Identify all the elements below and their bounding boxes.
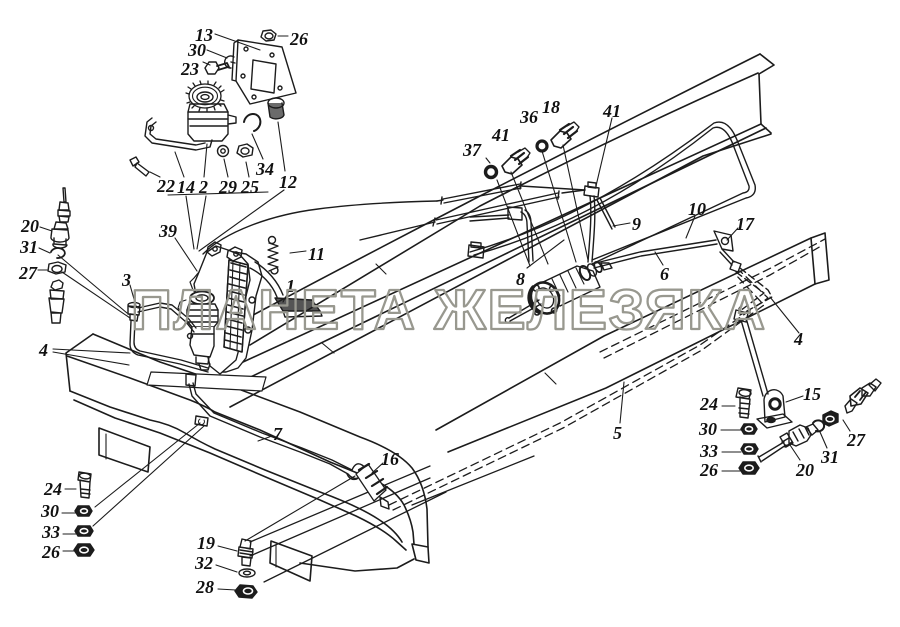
svg-text:20: 20	[795, 460, 814, 480]
svg-text:20: 20	[20, 216, 39, 236]
svg-text:7: 7	[273, 424, 283, 444]
svg-text:29: 29	[218, 177, 237, 197]
svg-text:33: 33	[41, 522, 60, 542]
svg-text:31: 31	[19, 237, 38, 257]
svg-text:24: 24	[43, 479, 62, 499]
svg-text:24: 24	[699, 394, 718, 414]
svg-text:12: 12	[279, 172, 297, 192]
svg-text:3: 3	[121, 270, 131, 290]
svg-text:18: 18	[542, 97, 560, 117]
svg-text:28: 28	[195, 577, 214, 597]
svg-text:23: 23	[180, 59, 199, 79]
svg-text:6: 6	[660, 264, 669, 284]
svg-text:41: 41	[602, 101, 621, 121]
svg-text:32: 32	[194, 553, 213, 573]
svg-text:11: 11	[308, 244, 325, 264]
svg-text:15: 15	[803, 384, 821, 404]
svg-text:36: 36	[519, 107, 538, 127]
svg-text:27: 27	[18, 263, 38, 283]
svg-text:13: 13	[195, 25, 213, 45]
svg-text:9: 9	[632, 214, 641, 234]
svg-text:26: 26	[289, 29, 308, 49]
svg-text:27: 27	[846, 430, 866, 450]
svg-text:30: 30	[698, 419, 717, 439]
svg-text:ПЛАНЕТА ЖЕЛЕЗЯКА: ПЛАНЕТА ЖЕЛЕЗЯКА	[131, 278, 765, 342]
svg-text:41: 41	[491, 125, 510, 145]
svg-text:31: 31	[820, 447, 839, 467]
svg-text:30: 30	[40, 501, 59, 521]
svg-text:26: 26	[41, 542, 60, 562]
svg-text:10: 10	[688, 199, 706, 219]
svg-text:14: 14	[177, 177, 195, 197]
svg-text:2: 2	[198, 177, 208, 197]
svg-text:37: 37	[462, 140, 482, 160]
svg-text:25: 25	[240, 177, 259, 197]
svg-text:8: 8	[516, 269, 525, 289]
svg-text:17: 17	[736, 214, 755, 234]
svg-text:22: 22	[156, 176, 175, 196]
svg-text:4: 4	[38, 340, 48, 360]
svg-text:33: 33	[699, 441, 718, 461]
svg-text:1: 1	[286, 276, 295, 296]
svg-text:26: 26	[699, 460, 718, 480]
svg-text:4: 4	[793, 329, 803, 349]
svg-text:19: 19	[197, 533, 215, 553]
svg-text:5: 5	[613, 423, 622, 443]
svg-text:34: 34	[255, 159, 274, 179]
svg-text:16: 16	[381, 449, 399, 469]
svg-text:30: 30	[187, 40, 206, 60]
svg-text:39: 39	[158, 221, 177, 241]
